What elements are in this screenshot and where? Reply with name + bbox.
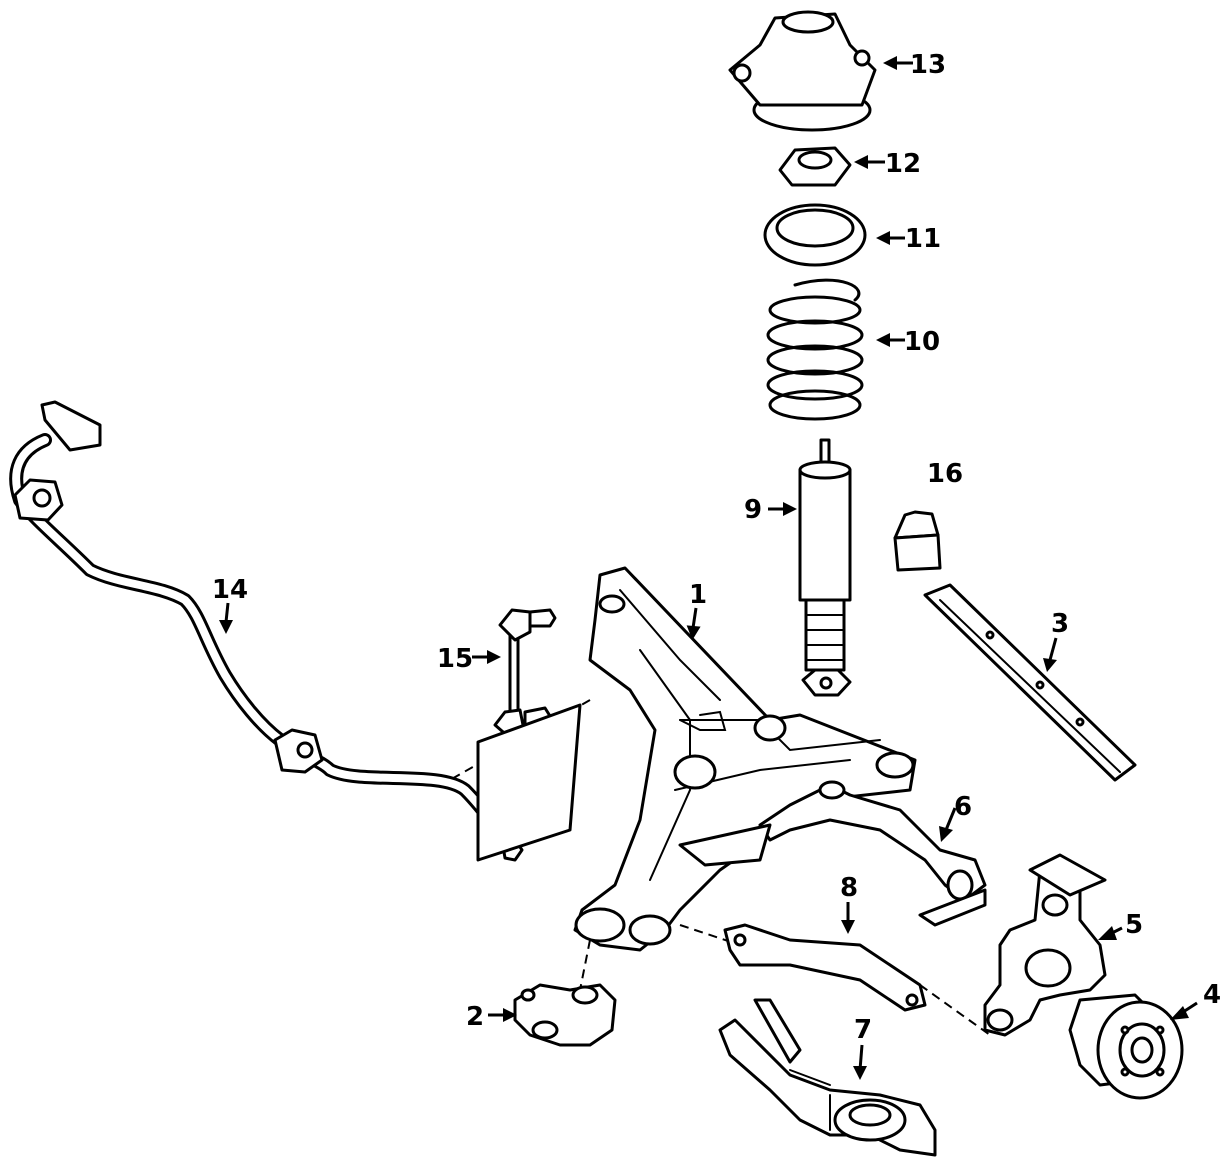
callout-2: 2 bbox=[466, 1002, 484, 1032]
callout-arrows bbox=[219, 56, 1198, 1080]
callout-5: 5 bbox=[1125, 910, 1143, 940]
callout-1: 1 bbox=[689, 580, 707, 610]
part-11-spring-seat bbox=[763, 203, 867, 267]
callout-16: 16 bbox=[927, 459, 963, 489]
part-4-hub bbox=[1068, 993, 1184, 1100]
callout-9: 9 bbox=[744, 495, 762, 525]
part-10-coil-spring bbox=[766, 278, 864, 421]
callout-labels: 1 2 3 4 5 6 7 8 9 10 11 12 13 14 15 16 bbox=[212, 50, 1221, 1045]
callout-11: 11 bbox=[905, 224, 941, 254]
part-13-strut-mount bbox=[728, 10, 877, 132]
callout-7: 7 bbox=[854, 1015, 872, 1045]
callout-4: 4 bbox=[1203, 980, 1221, 1010]
part-5-knuckle bbox=[983, 853, 1107, 1037]
callout-8: 8 bbox=[840, 873, 858, 903]
callout-14: 14 bbox=[212, 575, 248, 605]
callout-15: 15 bbox=[437, 644, 473, 674]
callout-12: 12 bbox=[885, 149, 921, 179]
part-6-upper-arm bbox=[678, 780, 987, 927]
part-2-bushing-mount bbox=[513, 983, 617, 1047]
part-14-stabilizer-bar bbox=[9, 400, 524, 862]
part-7-lower-arm bbox=[718, 998, 937, 1157]
part-1-subframe bbox=[573, 566, 917, 952]
part-16-bump-stop bbox=[893, 510, 942, 572]
part-12-bearing bbox=[778, 146, 852, 187]
callout-6: 6 bbox=[954, 792, 972, 822]
callout-13: 13 bbox=[910, 50, 946, 80]
callout-10: 10 bbox=[904, 327, 940, 357]
part-3-trailing-arm bbox=[923, 583, 1137, 782]
part-9-shock-absorber bbox=[798, 438, 852, 697]
callout-3: 3 bbox=[1051, 609, 1069, 639]
part-8-lateral-link bbox=[723, 923, 927, 1012]
part-15-stabilizer-link bbox=[476, 608, 582, 862]
